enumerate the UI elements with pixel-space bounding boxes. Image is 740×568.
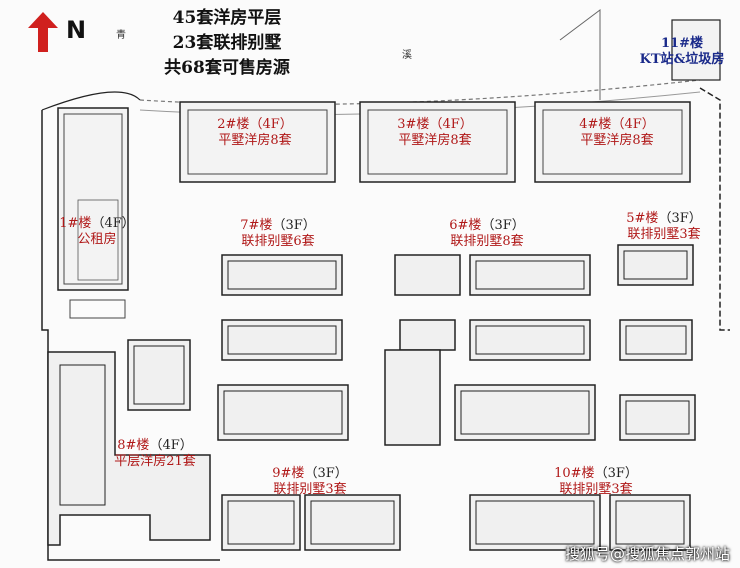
- street-label-a: 青: [116, 30, 126, 41]
- building-2-label: 2#楼（4F） 平墅洋房8套: [217, 117, 293, 148]
- north-label: N: [66, 16, 87, 44]
- building-6-outline: [384, 254, 596, 446]
- building-2-outline: [179, 101, 336, 183]
- summary-line-2: 23套联排别墅: [172, 33, 282, 53]
- building-11-outline: [671, 19, 721, 81]
- building-8-outline: [47, 339, 211, 546]
- building-4-label: 4#楼（4F） 平墅洋房8套: [579, 117, 655, 148]
- building-6-label: 6#楼（3F） 联排别墅8套: [449, 218, 525, 249]
- watermark: 搜狐号@搜狐焦点郭州站: [564, 545, 730, 563]
- building-3-label: 3#楼（4F） 平墅洋房8套: [397, 117, 473, 148]
- building-10-outline: [469, 494, 691, 551]
- building-9-outline: [221, 494, 401, 551]
- building-1-outline: [57, 107, 129, 291]
- building-1-label: 1#楼（4F） 公租房: [59, 216, 135, 247]
- building-9-label: 9#楼（3F） 联排别墅3套: [272, 466, 348, 497]
- building-10-label: 10#楼（3F） 联排别墅3套: [554, 466, 638, 497]
- summary-line-3: 共68套可售房源: [164, 58, 290, 78]
- north-arrow-icon: [28, 12, 58, 52]
- building-5-outline: [617, 244, 696, 441]
- street-label-b: 溪: [402, 50, 412, 61]
- building-5-label: 5#楼（3F） 联排别墅3套: [626, 211, 702, 242]
- building-7-label: 7#楼（3F） 联排别墅6套: [240, 218, 316, 249]
- building-11-label: 11#楼 KT站&垃圾房: [639, 36, 725, 67]
- building-7-outline: [217, 254, 349, 441]
- building-4-outline: [534, 101, 691, 183]
- building-3-outline: [359, 101, 516, 183]
- building-8-label: 8#楼（4F） 平层洋房21套: [114, 438, 196, 469]
- summary-line-1: 45套洋房平层: [172, 8, 282, 28]
